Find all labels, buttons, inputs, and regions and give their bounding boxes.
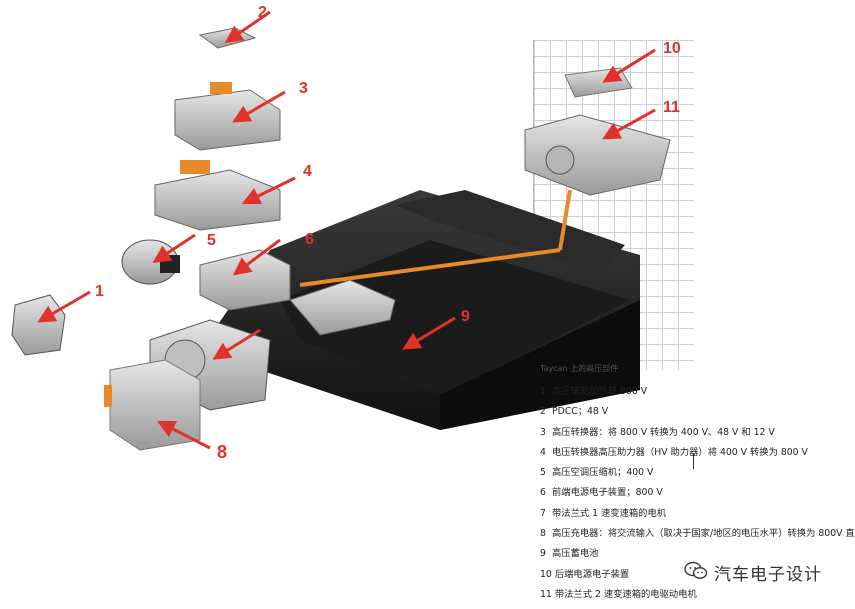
onboard-charger [104, 359, 201, 451]
callout-1: 1 [95, 283, 104, 300]
legend-num: 5 [540, 467, 546, 479]
legend-num: 11 [540, 588, 552, 600]
hv-booster [154, 160, 281, 231]
legend-num: 2 [540, 406, 546, 418]
legend-item: 7 带法兰式 1 速变速箱的电机 [540, 504, 850, 524]
watermark-text: 汽车电子设计 [714, 565, 822, 585]
rear-drive-motor [524, 114, 671, 196]
callout-2: 2 [258, 4, 267, 21]
text-cursor [693, 453, 694, 469]
wechat-icon [684, 561, 708, 585]
callout-4: 4 [303, 163, 312, 180]
legend-item: 5 高压空调压缩机；400 V [540, 463, 850, 483]
legend-title: Taycan 上的高压部件 [540, 364, 619, 373]
legend-num: 1 [540, 386, 546, 397]
callout-8: 8 [217, 442, 228, 462]
hv-aux-heater [11, 294, 66, 356]
legend-item: 11 带法兰式 2 速变速箱的电驱动电机 [540, 585, 850, 605]
legend-item: 2 PDCC；48 V [540, 402, 850, 422]
legend-item: 9 高压蓄电池 [540, 544, 850, 564]
legend-num: 6 [540, 487, 546, 499]
legend-num: 7 [540, 507, 546, 519]
legend-num: 10 [540, 568, 552, 580]
callout-6: 6 [305, 231, 314, 248]
callout-3: 3 [299, 80, 308, 97]
pdcc-unit [198, 27, 257, 49]
legend-num: 4 [540, 446, 546, 458]
legend-num: 3 [540, 426, 546, 438]
callout-5: 5 [207, 232, 216, 249]
legend-text: 带法兰式 1 速变速箱的电机 [551, 507, 667, 519]
hv-converter [174, 82, 281, 151]
legend-text: 前端电源电子装置；800 V [551, 487, 663, 499]
battery-pack [200, 189, 640, 430]
legend-text: 高压空调压缩机；400 V [551, 467, 654, 479]
callout-9: 9 [461, 308, 470, 325]
legend-text: 后端电源电子装置 [554, 568, 630, 580]
legend-num: 9 [540, 548, 546, 560]
component-legend: Taycan 上的高压部件 1 高压辅助加热器 800 V 2 PDCC；48 … [540, 363, 855, 605]
callout-11: 11 [663, 99, 680, 116]
legend-num: 8 [540, 528, 546, 540]
legend-text: 高压辅助加热器 800 V [551, 386, 648, 397]
front-power-electronics [199, 249, 291, 311]
legend-text: 高压转换器：将 800 V 转换为 400 V、48 V 和 12 V [551, 426, 775, 438]
legend-item: 1 高压辅助加热器 800 V [540, 382, 850, 402]
legend-item: 6 前端电源电子装置；800 V [540, 483, 850, 503]
watermark: 汽车电子设计 [684, 560, 822, 585]
callout-10: 10 [663, 40, 681, 57]
ac-compressor [121, 239, 180, 285]
rear-power-electronics [564, 67, 633, 98]
legend-text: 高压充电器：将交流输入（取决于国家/地区的电压水平）转换为 800V 直流 [551, 528, 855, 540]
legend-item: 4 电压转换器高压助力器（HV 助力器）将 400 V 转换为 800 V [540, 443, 850, 463]
center-dcdc [289, 279, 396, 336]
legend-list: 1 高压辅助加热器 800 V 2 PDCC；48 V 3 高压转换器：将 80… [540, 382, 855, 605]
callout-arrows [37, 10, 656, 450]
legend-item: 3 高压转换器：将 800 V 转换为 400 V、48 V 和 12 V [540, 423, 850, 443]
legend-item: 8 高压充电器：将交流输入（取决于国家/地区的电压水平）转换为 800V 直流 [540, 524, 855, 544]
legend-text: 电压转换器高压助力器（HV 助力器）将 400 V 转换为 800 V [551, 446, 808, 458]
legend-text: 带法兰式 2 速变速箱的电驱动电机 [554, 588, 697, 600]
legend-text: 高压蓄电池 [551, 548, 599, 560]
legend-text: PDCC；48 V [551, 406, 609, 418]
legend-item: 10 后端电源电子装置 [540, 565, 850, 585]
